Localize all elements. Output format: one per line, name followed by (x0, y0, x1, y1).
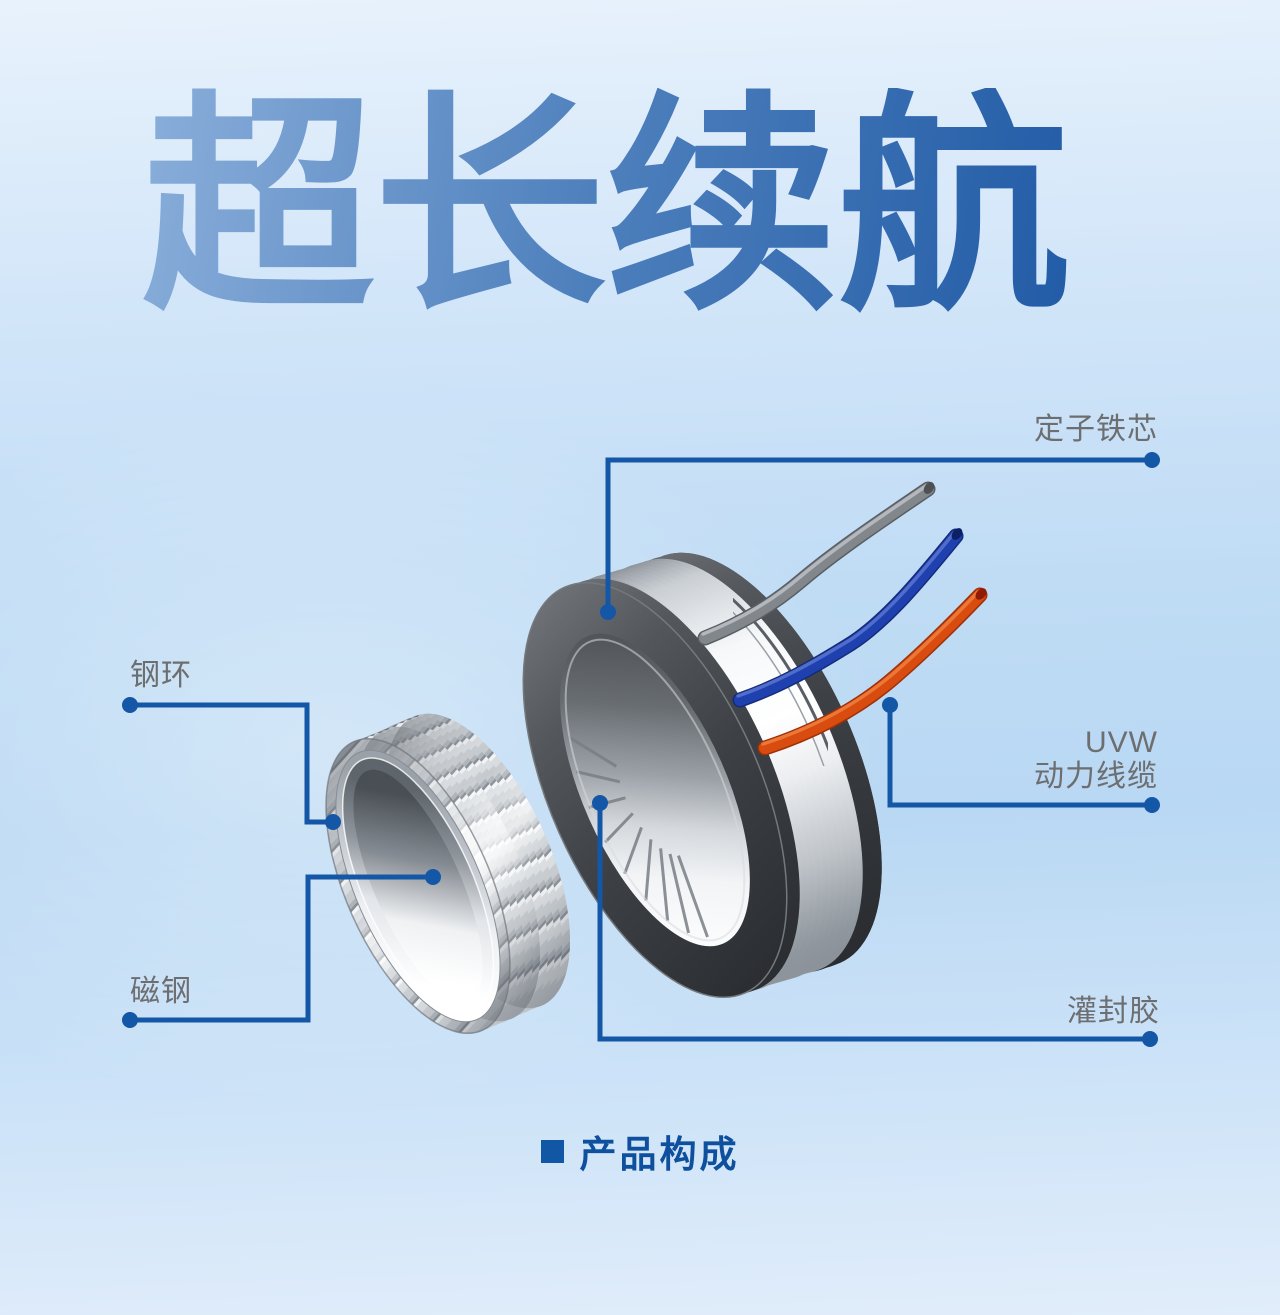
stator-bore (560, 633, 750, 947)
label-stator-core: 定子铁芯 (1034, 413, 1158, 446)
stator-lamination-slots (567, 735, 709, 938)
leader-dot (882, 697, 898, 713)
label-uvw-cable: UVW 动力线缆 (1034, 726, 1158, 794)
cable-gray-tip (923, 482, 935, 494)
leader-line-stator-core (605, 457, 1152, 612)
cable-orange (757, 587, 988, 756)
stator-bore-rim-highlight (564, 638, 746, 942)
rotor-rim-highlight (341, 757, 495, 1015)
leader-dot (425, 869, 441, 885)
label-steel-ring: 钢环 (130, 659, 192, 692)
leader-dot (1142, 1031, 1158, 1047)
cable-gray (697, 481, 936, 646)
square-bullet-icon (540, 1139, 564, 1163)
caption-text: 产品构成 (579, 1134, 740, 1175)
caption: 产品构成 (0, 1124, 1280, 1178)
uvw-cables (697, 481, 988, 756)
cable-orange-tip (975, 588, 987, 600)
leader-lines (130, 457, 1152, 1042)
leader-dot (1144, 797, 1160, 813)
leader-dot (122, 1012, 138, 1028)
rotor-bore (353, 769, 483, 1003)
leader-dot (592, 795, 608, 811)
cable-blue-tip (951, 528, 963, 540)
stator-illustration (522, 552, 882, 999)
label-potting-glue: 灌封胶 (1067, 995, 1160, 1028)
leader-line-uvw-cable (887, 705, 1152, 808)
cable-blue (732, 528, 964, 708)
rotor-outline (325, 737, 511, 1035)
label-uvw-line1: UVW (1085, 726, 1158, 759)
leader-line-magnet-steel (130, 874, 433, 1023)
page-title: 超长续航 (142, 88, 1168, 328)
label-uvw-line2: 动力线缆 (1034, 760, 1158, 793)
leader-dot (325, 814, 341, 830)
leader-dot (600, 604, 616, 620)
leader-dots (122, 452, 1160, 1047)
leader-dot (122, 697, 138, 713)
label-magnet-steel: 磁钢 (130, 975, 192, 1008)
leader-dot (1144, 452, 1160, 468)
rotor-illustration (325, 713, 570, 1035)
leader-line-steel-ring (130, 702, 333, 825)
leader-line-potting-glue (597, 803, 1150, 1042)
